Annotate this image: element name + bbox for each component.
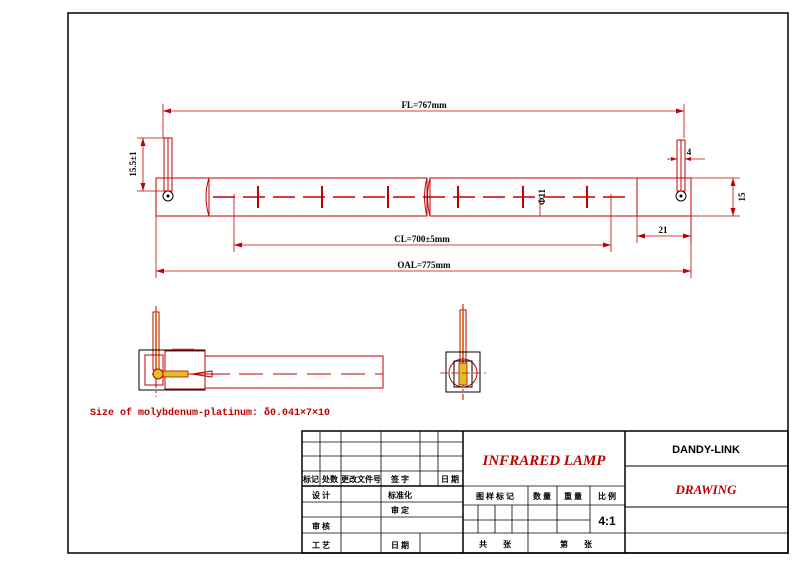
label-standardize: 标准化: [387, 490, 412, 500]
dim-cl: CL=700±5mm: [394, 234, 450, 244]
drawing-frame: [67, 12, 789, 554]
title-block: [301, 430, 789, 554]
dim-height: 15: [737, 192, 747, 202]
material-note: Size of molybdenum-platinum: δ0.041×7×10: [90, 407, 330, 419]
lamp-side-view: [138, 306, 384, 397]
scale-value: 4:1: [598, 514, 616, 528]
info-header-scale: 比 例: [598, 491, 616, 501]
sheet-number: 第 张: [560, 539, 593, 549]
rev-header-sign: 签 字: [390, 474, 409, 484]
dim-width: 21: [659, 225, 669, 235]
info-header-drawing-mark: 图 样 标 记: [476, 491, 514, 501]
rev-header-count: 处数: [321, 474, 339, 484]
lamp-end-view: [440, 304, 486, 400]
drawing-label: DRAWING: [675, 482, 738, 497]
info-header-quantity: 数 量: [533, 491, 551, 501]
info-header-weight: 重 量: [564, 491, 582, 501]
label-check: 审 定: [391, 505, 409, 515]
lamp-top-view: [155, 137, 692, 217]
dim-oal: OAL=775mm: [397, 260, 451, 270]
label-process: 工 艺: [312, 540, 330, 550]
company-name: DANDY-LINK: [672, 444, 740, 456]
product-title: INFRARED LAMP: [482, 453, 607, 469]
rev-header-date: 日 期: [441, 474, 459, 484]
dimension-lines: [137, 104, 740, 278]
sheets-total: 共 张: [479, 539, 512, 549]
dim-fl: FL=767mm: [401, 100, 447, 110]
label-date: 日 期: [391, 540, 409, 550]
label-review: 审 核: [312, 521, 330, 531]
dim-lead: 15.5±1: [128, 151, 138, 177]
rev-header-mark: 标记: [302, 474, 319, 484]
rev-header-docno: 更改文件号: [341, 474, 381, 484]
dim-diameter: Φ11: [537, 189, 547, 205]
dim-pin: 4: [687, 147, 692, 157]
label-design: 设 计: [312, 490, 330, 500]
